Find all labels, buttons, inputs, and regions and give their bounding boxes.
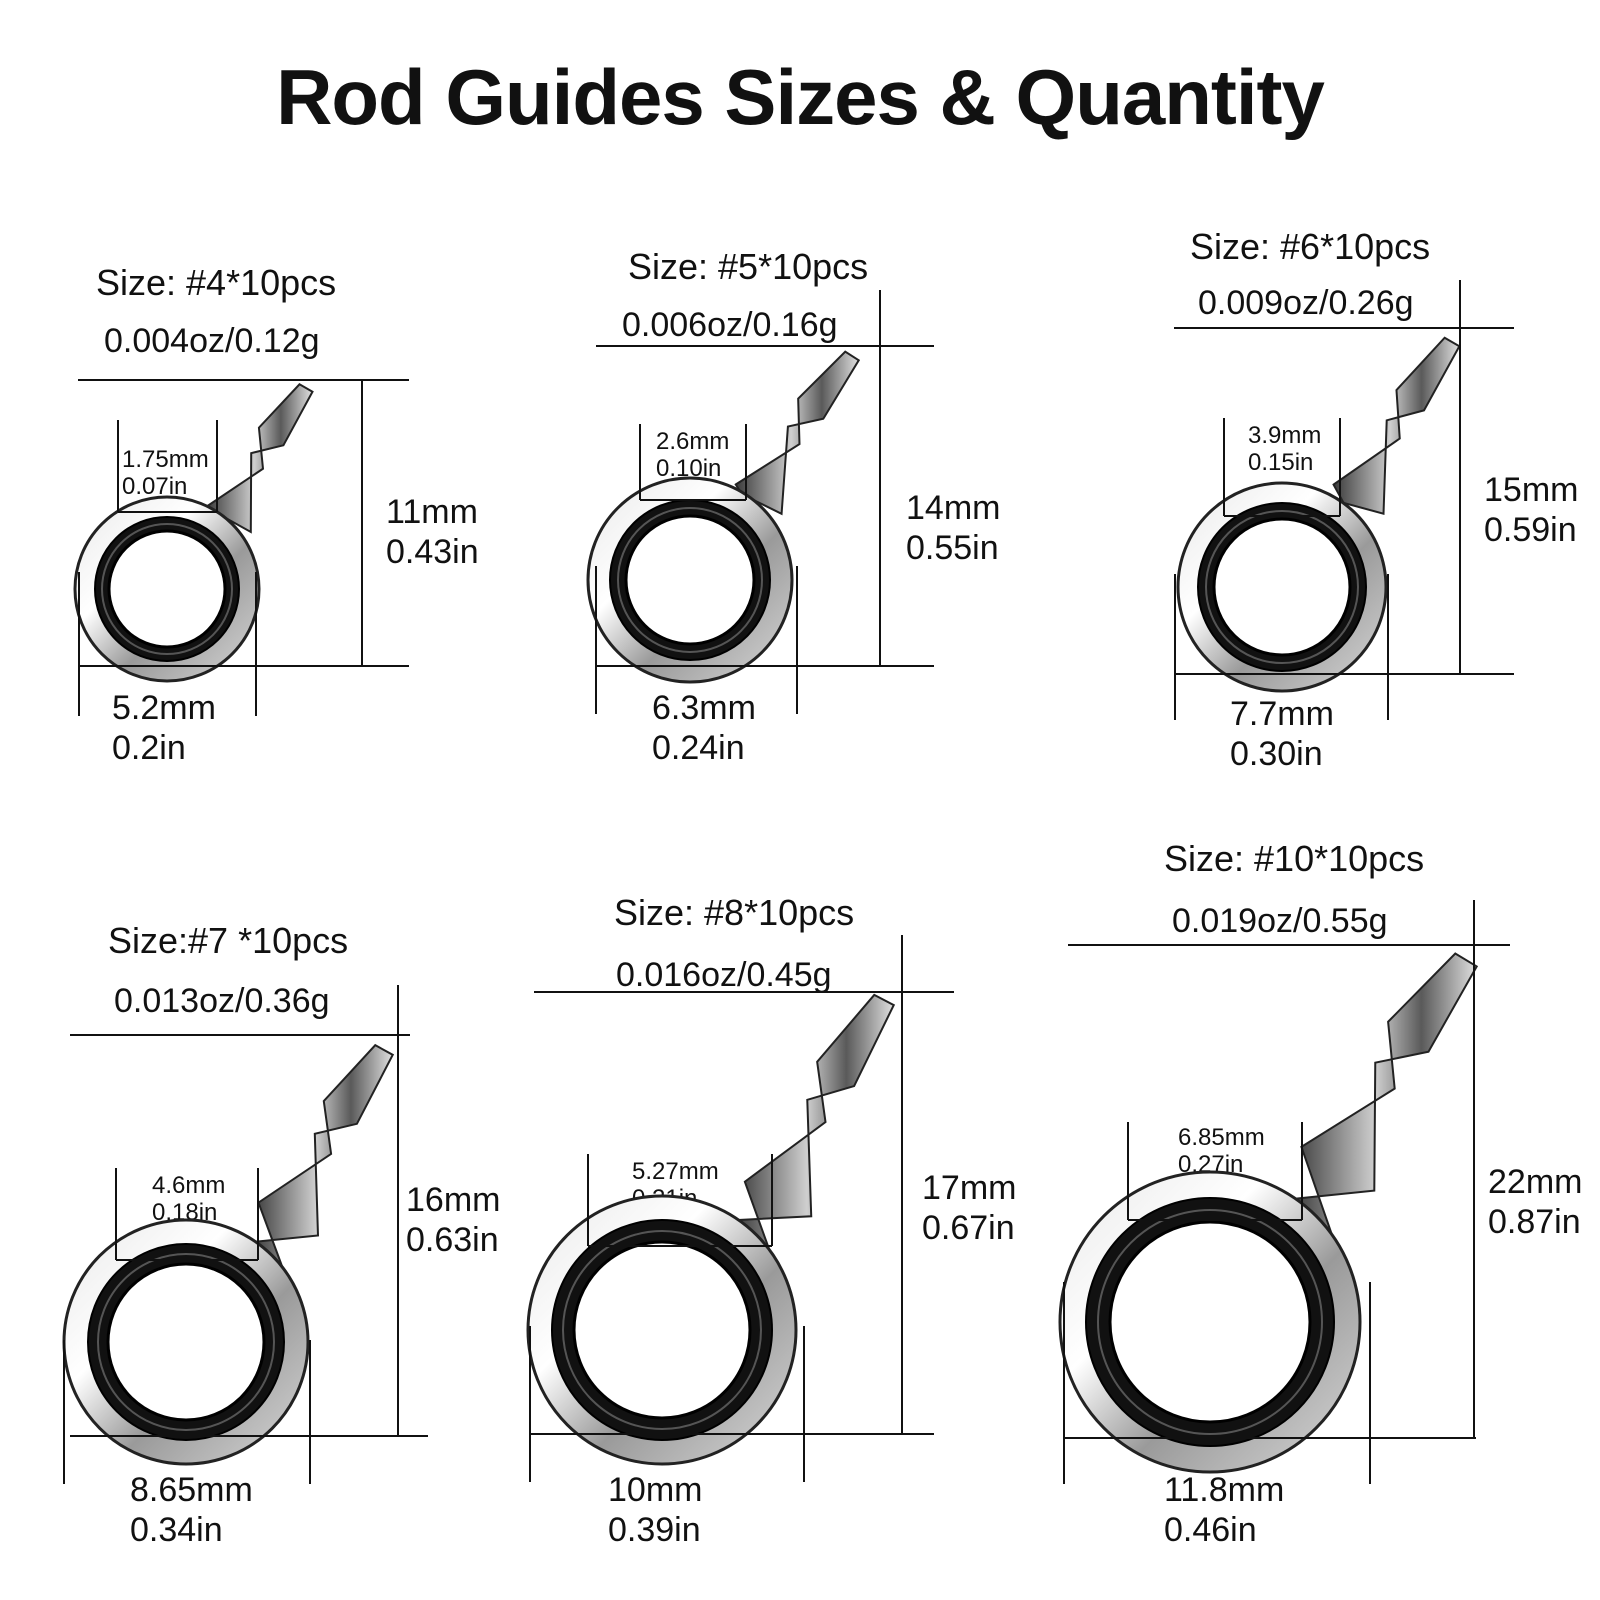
insert-highlight <box>97 1253 275 1431</box>
weight-label: 0.006oz/0.16g <box>622 306 838 344</box>
insert-highlight <box>617 507 763 653</box>
insert-highlight <box>101 523 233 655</box>
size-quantity-label: Size: #10*10pcs <box>1164 838 1425 879</box>
width-mm-label: 10mm <box>608 1471 703 1509</box>
rod-guide-5 <box>526 935 954 1482</box>
page-title: Rod Guides Sizes & Quantity <box>276 53 1325 141</box>
guide-frame-stem <box>733 993 896 1318</box>
guide-hole <box>1108 1220 1312 1424</box>
weight-label: 0.013oz/0.36g <box>114 982 330 1020</box>
height-in-label: 0.67in <box>922 1209 1015 1247</box>
weight-label: 0.004oz/0.12g <box>104 322 320 360</box>
height-in-label: 0.55in <box>906 529 999 567</box>
guide-hole <box>107 529 227 649</box>
width-mm-label: 6.3mm <box>652 689 756 727</box>
ring-in-label: 0.07in <box>122 473 188 500</box>
width-in-label: 0.24in <box>652 729 745 767</box>
height-in-label: 0.59in <box>1484 511 1577 549</box>
height-in-label: 0.63in <box>406 1221 499 1259</box>
height-mm-label: 11mm <box>386 493 478 531</box>
size-quantity-label: Size: #4*10pcs <box>96 262 337 303</box>
rod-guide-2 <box>586 290 934 714</box>
ring-mm-label: 1.75mm <box>122 446 209 473</box>
insert-highlight <box>1097 1209 1323 1435</box>
weight-label: 0.009oz/0.26g <box>1198 284 1414 322</box>
width-mm-label: 7.7mm <box>1230 695 1334 733</box>
width-mm-label: 11.8mm <box>1164 1471 1285 1509</box>
width-in-label: 0.2in <box>112 729 186 767</box>
guide-hole <box>624 514 756 646</box>
rod-guide-4 <box>62 985 428 1484</box>
width-mm-label: 8.65mm <box>130 1471 253 1509</box>
rod-guide-1 <box>73 379 409 716</box>
guide-hole <box>1212 517 1352 657</box>
width-in-label: 0.46in <box>1164 1511 1257 1549</box>
width-in-label: 0.34in <box>130 1511 223 1549</box>
rod-guide-3 <box>1174 280 1514 720</box>
width-in-label: 0.39in <box>608 1511 701 1549</box>
size-quantity-label: Size:#7 *10pcs <box>108 920 349 961</box>
height-mm-label: 14mm <box>906 489 1001 527</box>
ring-mm-label: 3.9mm <box>1248 422 1322 449</box>
insert-highlight <box>562 1230 762 1430</box>
ring-mm-label: 4.6mm <box>152 1172 226 1199</box>
height-in-label: 0.43in <box>386 533 479 571</box>
ring-mm-label: 6.85mm <box>1178 1124 1265 1151</box>
height-mm-label: 15mm <box>1484 471 1579 509</box>
weight-label: 0.016oz/0.45g <box>616 956 832 994</box>
weight-label: 0.019oz/0.55g <box>1172 902 1388 940</box>
size-quantity-label: Size: #6*10pcs <box>1190 226 1431 267</box>
size-quantity-label: Size: #8*10pcs <box>614 892 855 933</box>
rod-guide-6 <box>1058 900 1510 1484</box>
size-quantity-label: Size: #5*10pcs <box>628 246 869 287</box>
width-mm-label: 5.2mm <box>112 689 216 727</box>
ring-mm-label: 5.27mm <box>632 1158 719 1185</box>
guide-hole <box>106 1262 266 1422</box>
height-mm-label: 17mm <box>922 1169 1017 1207</box>
guide-frame-stem <box>251 1043 395 1331</box>
guide-frame-stem <box>1290 952 1479 1308</box>
ring-in-label: 0.15in <box>1248 449 1314 476</box>
width-in-label: 0.30in <box>1230 735 1323 773</box>
guide-hole <box>572 1240 752 1420</box>
ring-mm-label: 2.6mm <box>656 428 730 455</box>
height-mm-label: 16mm <box>406 1181 501 1219</box>
height-mm-label: 22mm <box>1488 1163 1583 1201</box>
height-in-label: 0.87in <box>1488 1203 1581 1241</box>
insert-highlight <box>1205 510 1359 664</box>
